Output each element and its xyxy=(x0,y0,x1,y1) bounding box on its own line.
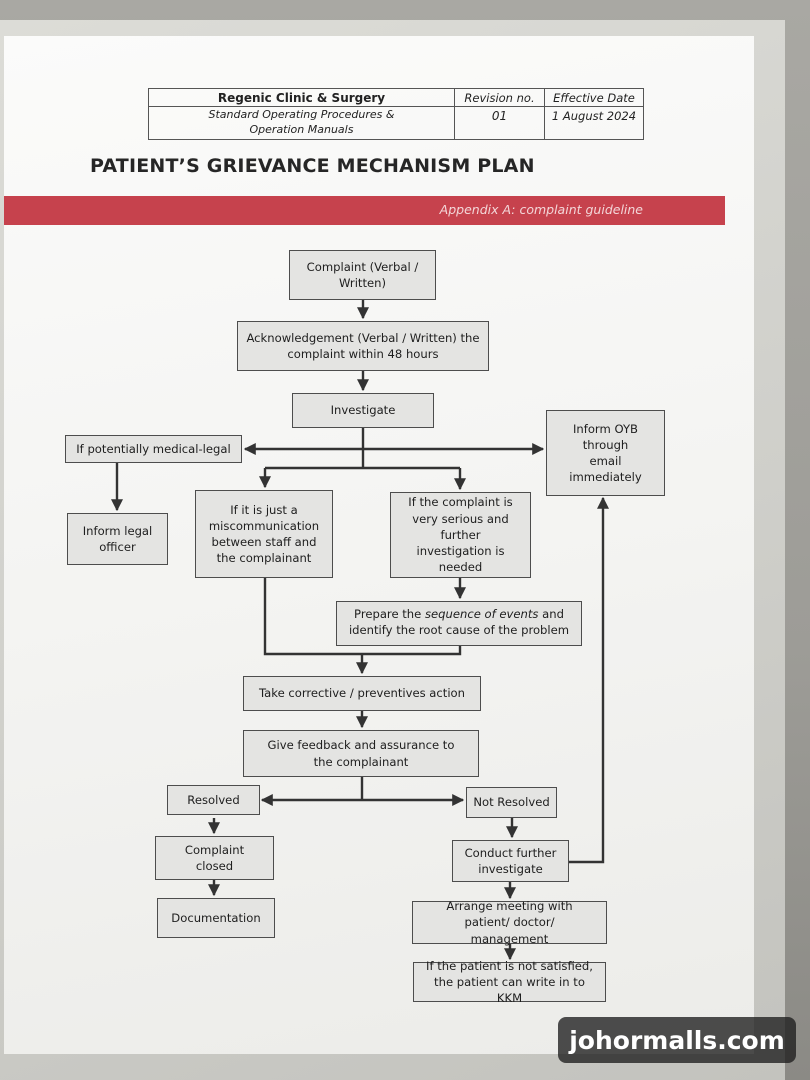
node-not-resolved: Not Resolved xyxy=(466,787,557,818)
node-conduct: Conduct further investigate xyxy=(452,840,569,882)
node-inform-oyb: Inform OYB through email immediately xyxy=(546,410,665,496)
node-inform-legal: Inform legal officer xyxy=(67,513,168,565)
node-resolved: Resolved xyxy=(167,785,260,815)
clinic-name: Regenic Clinic & Surgery xyxy=(149,89,455,106)
revision-label: Revision no. xyxy=(455,89,545,106)
node-meeting: Arrange meeting with patient/ doctor/ ma… xyxy=(412,899,607,946)
date-label: Effective Date xyxy=(553,90,635,105)
node-complaint: Complaint (Verbal / Written) xyxy=(289,250,436,300)
node-investigate: Investigate xyxy=(292,393,434,428)
node-serious: If the complaint is very serious and fur… xyxy=(390,492,531,578)
page-title: PATIENT’S GRIEVANCE MECHANISM PLAN xyxy=(90,155,535,177)
node-medical-legal: If potentially medical-legal xyxy=(65,435,242,463)
node-prepare: Prepare the sequence of events and ident… xyxy=(336,601,582,646)
node-feedback: Give feedback and assurance to the compl… xyxy=(243,730,479,777)
header-table: Regenic Clinic & Surgery Standard Operat… xyxy=(148,88,644,140)
appendix-band: Appendix A: complaint guideline xyxy=(4,196,725,225)
appendix-label: Appendix A: complaint guideline xyxy=(439,202,643,217)
node-acknowledgement: Acknowledgement (Verbal / Written) the c… xyxy=(237,321,489,371)
revision-value: 01 xyxy=(455,106,545,139)
watermark: johormalls.com xyxy=(558,1017,796,1063)
date-value: 1 August 2024 xyxy=(551,109,637,123)
node-corrective: Take corrective / preventives action xyxy=(243,676,481,711)
node-documentation: Documentation xyxy=(157,898,275,938)
node-kkm: If the patient is not satisfied, the pat… xyxy=(413,959,606,1005)
node-miscommunication: If it is just a miscommunication between… xyxy=(195,490,333,578)
node-complaint-closed: Complaint closed xyxy=(155,836,274,880)
sop-subtitle: Standard Operating Procedures & Operatio… xyxy=(149,106,455,139)
connector-loop-to-oyb xyxy=(569,496,609,864)
